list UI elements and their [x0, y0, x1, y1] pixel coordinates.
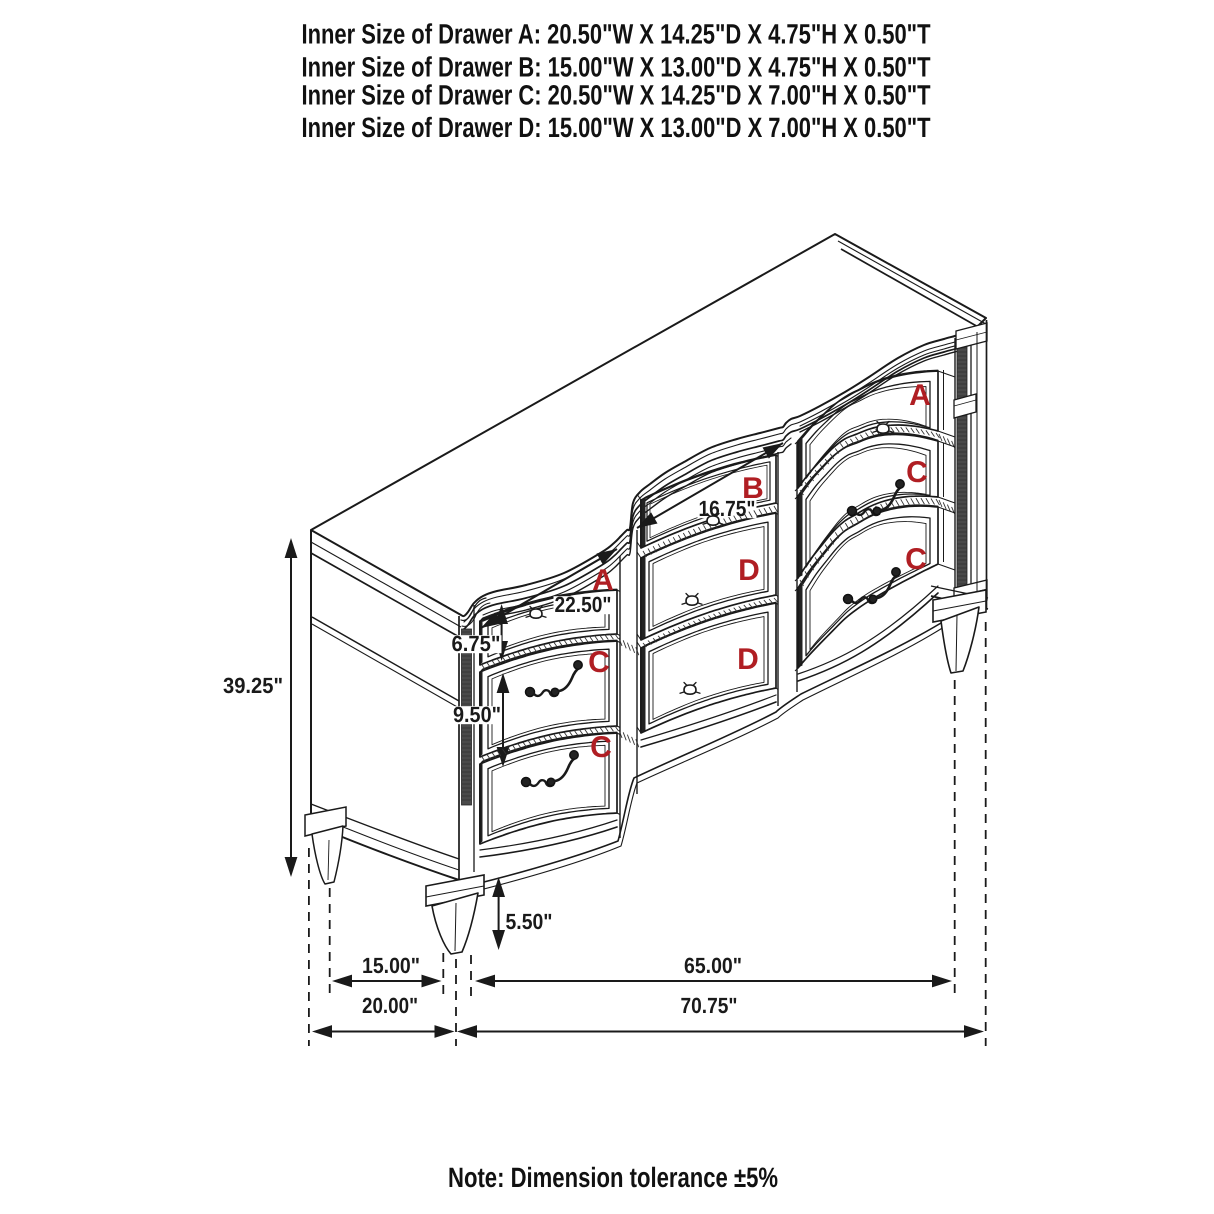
- svg-text:39.25": 39.25": [223, 673, 283, 698]
- svg-text:Inner Size of Drawer D: 15.00": Inner Size of Drawer D: 15.00"W X 13.00"…: [302, 112, 931, 143]
- svg-text:A: A: [909, 379, 931, 412]
- svg-text:5.50": 5.50": [506, 909, 553, 934]
- svg-text:A: A: [592, 564, 614, 597]
- svg-text:9.50": 9.50": [453, 702, 501, 727]
- svg-text:70.75": 70.75": [681, 993, 738, 1018]
- svg-text:C: C: [906, 456, 928, 489]
- svg-text:65.00": 65.00": [684, 953, 742, 978]
- svg-text:15.00": 15.00": [362, 953, 420, 978]
- svg-text:C: C: [588, 646, 610, 679]
- svg-text:B: B: [742, 472, 764, 505]
- svg-text:22.50": 22.50": [555, 592, 612, 617]
- svg-text:Inner Size of Drawer B: 15.00": Inner Size of Drawer B: 15.00"W X 13.00"…: [302, 52, 931, 83]
- svg-text:20.00": 20.00": [362, 993, 418, 1018]
- svg-text:Inner Size of Drawer C: 20.50": Inner Size of Drawer C: 20.50"W X 14.25"…: [302, 79, 931, 110]
- svg-text:6.75": 6.75": [452, 631, 501, 656]
- svg-text:C: C: [590, 731, 612, 764]
- svg-text:Note: Dimension tolerance ±5%: Note: Dimension tolerance ±5%: [448, 1162, 778, 1193]
- svg-text:D: D: [738, 554, 760, 587]
- svg-text:Inner Size of Drawer A: 20.50": Inner Size of Drawer A: 20.50"W X 14.25"…: [302, 18, 931, 49]
- svg-text:C: C: [905, 543, 927, 576]
- svg-text:D: D: [737, 643, 759, 676]
